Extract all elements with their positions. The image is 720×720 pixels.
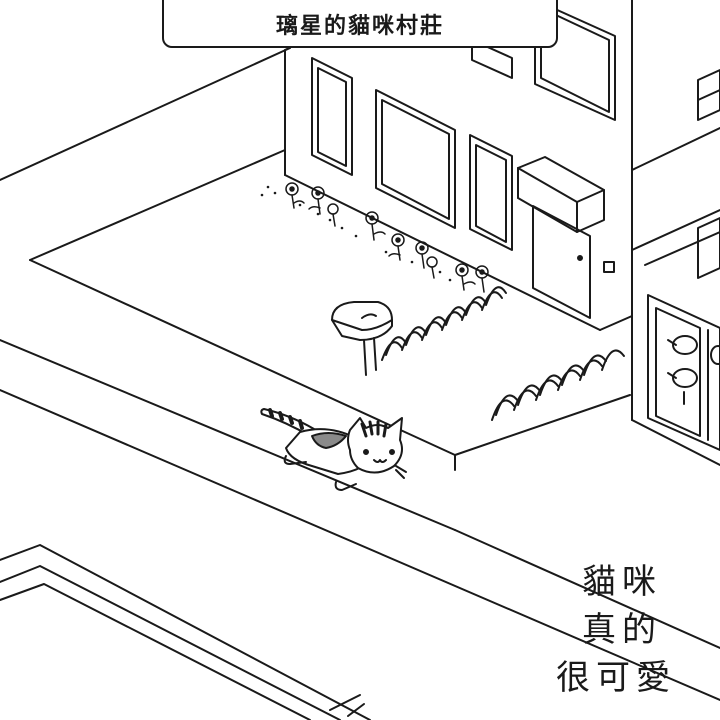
mailbox bbox=[331, 301, 393, 376]
hoop-fence-front bbox=[381, 286, 507, 361]
tabby-cat bbox=[260, 408, 407, 491]
main-building bbox=[284, 0, 720, 331]
flower-8 bbox=[455, 263, 476, 291]
village-title: 璃星的貓咪村莊 bbox=[275, 14, 444, 39]
flower-9 bbox=[475, 265, 489, 293]
road-lines bbox=[0, 47, 720, 701]
flower-3 bbox=[327, 203, 339, 227]
side-shop bbox=[631, 209, 720, 466]
caption-line-2: 真的 bbox=[582, 610, 662, 650]
flower-1 bbox=[285, 182, 305, 209]
flower-5 bbox=[388, 233, 405, 261]
pond-frame bbox=[0, 544, 371, 720]
flower-4 bbox=[365, 211, 386, 241]
flower-6 bbox=[415, 241, 429, 269]
flower-bed bbox=[260, 182, 489, 293]
caption-line-1: 貓咪 bbox=[582, 562, 662, 602]
flower-7 bbox=[426, 256, 438, 279]
hoop-fence-side bbox=[491, 349, 625, 421]
caption-line-3: 很可愛 bbox=[556, 658, 676, 698]
flower-2 bbox=[308, 186, 325, 215]
village-title-banner: 璃星的貓咪村莊 bbox=[162, 0, 558, 48]
